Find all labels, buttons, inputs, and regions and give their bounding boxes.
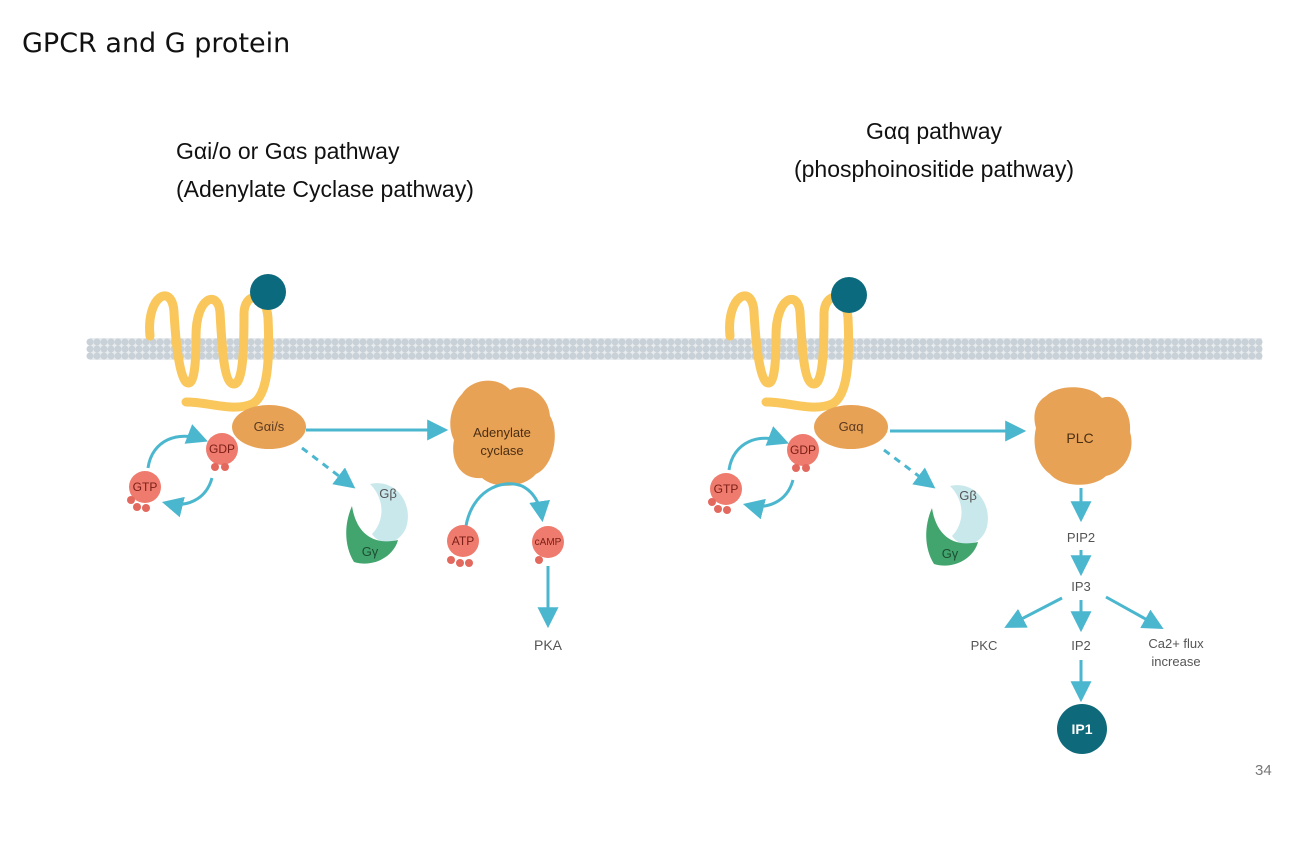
gdp-right <box>787 434 819 466</box>
ip1 <box>1057 704 1107 754</box>
gtp-exchange-arrow-right <box>727 426 789 471</box>
g-beta-right-label: Gβ <box>959 488 977 503</box>
gdp-right-label: GDP <box>790 443 816 457</box>
phosphate-icon <box>456 559 464 567</box>
adenylate-cyclase <box>450 380 555 486</box>
dissociation-arrow-right <box>883 448 936 489</box>
left-pathway-heading: Gαi/o or Gαs pathway (Adenylate Cyclase … <box>176 132 474 208</box>
gdp-left-label: GDP <box>209 442 235 456</box>
left-pathway: Gαi/s GDP GTP Gβ Gγ Adenylate cyclase AT… <box>127 274 564 653</box>
g-gamma-right-label: Gγ <box>942 546 959 561</box>
g-alpha-left-label: Gαi/s <box>254 419 285 434</box>
ligand-right <box>831 277 867 313</box>
adenylate-cyclase-label-line1: Adenylate <box>473 425 531 440</box>
gtp-left-label: GTP <box>133 480 158 494</box>
g-gamma-right <box>926 508 978 566</box>
gpcr-receptor-right <box>725 291 854 412</box>
phosphate-icon <box>127 496 135 504</box>
camp <box>532 526 564 558</box>
phosphate-icon <box>142 504 150 512</box>
calcium-flux-label-line1: Ca2+ flux <box>1148 636 1204 651</box>
slide-title: GPCR and G protein <box>22 28 291 59</box>
phosphate-icon <box>133 503 141 511</box>
phosphate-icon <box>447 556 455 564</box>
ip3-to-calcium-arrow <box>1105 595 1164 630</box>
right-heading-line1: Gαq pathway <box>865 118 1003 144</box>
adenylate-cyclase-label-line2: cyclase <box>480 443 523 458</box>
atp <box>447 525 479 557</box>
g-gamma-left <box>346 506 398 564</box>
g-beta-left <box>370 483 408 543</box>
g-beta-left-label: Gβ <box>379 486 397 501</box>
ligand-left <box>250 274 286 310</box>
right-pathway: Gαq GDP GTP Gβ Gγ PLC PIP2 IP3 PKC IP2 C… <box>708 277 1204 754</box>
right-pathway-heading: Gαq pathway (phosphoinositide pathway) <box>756 112 1112 188</box>
gdp-release-arrow-left <box>161 477 214 518</box>
phosphate-icon <box>802 464 810 472</box>
page-number: 34 <box>1255 762 1272 779</box>
ip1-label: IP1 <box>1071 721 1092 737</box>
pip2-label: PIP2 <box>1067 530 1095 545</box>
phosphate-icon <box>714 505 722 513</box>
phosphate-icon <box>723 506 731 514</box>
g-gamma-left-label: Gγ <box>362 544 379 559</box>
plc-label: PLC <box>1066 430 1093 446</box>
phosphate-icon <box>708 498 716 506</box>
atp-to-camp-arrow <box>464 482 551 527</box>
gtp-exchange-arrow-left <box>146 424 208 469</box>
pka-label: PKA <box>534 637 563 653</box>
gtp-left <box>129 471 161 503</box>
left-heading-line2: (Adenylate Cyclase pathway) <box>176 176 474 202</box>
ip3-label: IP3 <box>1071 579 1091 594</box>
calcium-flux-label-line2: increase <box>1151 654 1200 669</box>
ip3-to-pkc-arrow <box>1004 596 1063 628</box>
g-alpha-right-label: Gαq <box>839 419 864 434</box>
dissociation-arrow-left <box>301 446 356 489</box>
gtp-right-label: GTP <box>714 482 739 496</box>
gdp-left <box>206 433 238 465</box>
phosphate-icon <box>211 463 219 471</box>
phosphate-icon <box>465 559 473 567</box>
cell-membrane <box>86 338 1266 360</box>
atp-label: ATP <box>452 534 474 548</box>
phosphate-icon <box>792 464 800 472</box>
gdp-release-arrow-right <box>742 479 795 520</box>
g-alpha-right <box>814 405 888 449</box>
camp-label: cAMP <box>535 537 562 548</box>
plc <box>1034 387 1132 485</box>
phosphate-icon <box>221 463 229 471</box>
gtp-right <box>710 473 742 505</box>
gpcr-receptor-left <box>145 291 274 412</box>
pkc-label: PKC <box>971 638 998 653</box>
phosphate-icon <box>535 556 543 564</box>
ip2-label: IP2 <box>1071 638 1091 653</box>
left-heading-line1: Gαi/o or Gαs pathway <box>176 138 400 164</box>
right-heading-line2: (phosphoinositide pathway) <box>793 156 1074 182</box>
g-alpha-left <box>232 405 306 449</box>
g-beta-right <box>950 485 988 545</box>
